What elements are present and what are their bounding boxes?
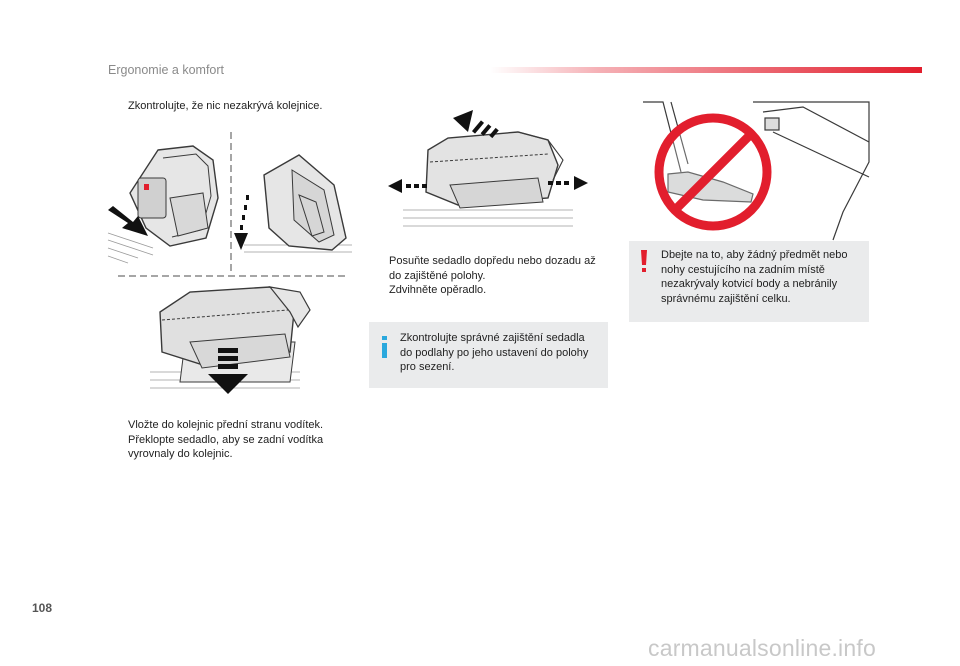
watermark: carmanualsonline.info: [648, 635, 876, 661]
bullet-icon: [108, 433, 128, 462]
warning-box-line: Dbejte na to, aby žádný předmět nebo: [661, 249, 848, 261]
info-box-text: Zkontrolujte správné zajištění sedadla d…: [400, 331, 605, 375]
seat-lower-illustration: [150, 286, 311, 394]
step-list-slide-seat: Posuňte sedadlo dopředu nebo dozadu až d…: [369, 254, 614, 298]
seat-slide-illustration: [388, 110, 588, 227]
bullet-icon: [369, 283, 389, 298]
step-text: Zdvihněte opěradlo.: [389, 284, 487, 296]
seat-tilt-forward-illustration: [107, 145, 219, 264]
step-text-line: vyrovnaly do kolejnic.: [128, 448, 233, 460]
step-text-line: Posuňte sedadlo dopředu nebo dozadu až: [389, 255, 596, 267]
divider-horizontal-dashed: [118, 275, 348, 277]
step-check-rails: Zkontrolujte, že nic nezakrývá kolejnice…: [108, 99, 358, 114]
step-text: Vložte do kolejnic přední stranu vodítek…: [128, 419, 324, 431]
info-box-line: Zkontrolujte správné zajištění sedadla: [400, 332, 585, 344]
step-list-insert-guides: Vložte do kolejnic přední stranu vodítek…: [108, 418, 358, 462]
section-title: Ergonomie a komfort: [108, 63, 225, 77]
step-text-line: do zajištěné polohy.: [389, 269, 486, 282]
warning-box-line: správnému zajištění celku.: [661, 292, 791, 305]
warning-box-line: nohy cestujícího na zadním místě: [661, 263, 825, 276]
warning-box-line: nezakrývaly kotvicí body a nebránily: [661, 278, 838, 290]
page-number: 108: [32, 601, 53, 615]
info-box-line: pro sezení.: [400, 361, 455, 373]
info-box-line: do podlahy po jeho ustavení do polohy: [400, 346, 589, 359]
warning-box-text: Dbejte na to, aby žádný předmět nebo noh…: [661, 248, 866, 306]
info-box: [369, 322, 608, 388]
exclamation-icon: [641, 250, 647, 272]
prohibited-feet-illustration: [643, 101, 870, 241]
warning-box: [629, 241, 869, 322]
bullet-icon: [108, 418, 128, 433]
seat-flipped-illustration: [234, 154, 352, 253]
bullet-icon: [108, 99, 128, 114]
bullet-icon: [369, 254, 389, 283]
divider-vertical-dashed: [230, 132, 232, 274]
info-icon: [382, 336, 387, 358]
header-accent-bar: [490, 67, 922, 73]
step-text-line: Překlopte sedadlo, aby se zadní vodítka: [128, 433, 324, 446]
step-text: Zkontrolujte, že nic nezakrývá kolejnice…: [128, 100, 323, 112]
